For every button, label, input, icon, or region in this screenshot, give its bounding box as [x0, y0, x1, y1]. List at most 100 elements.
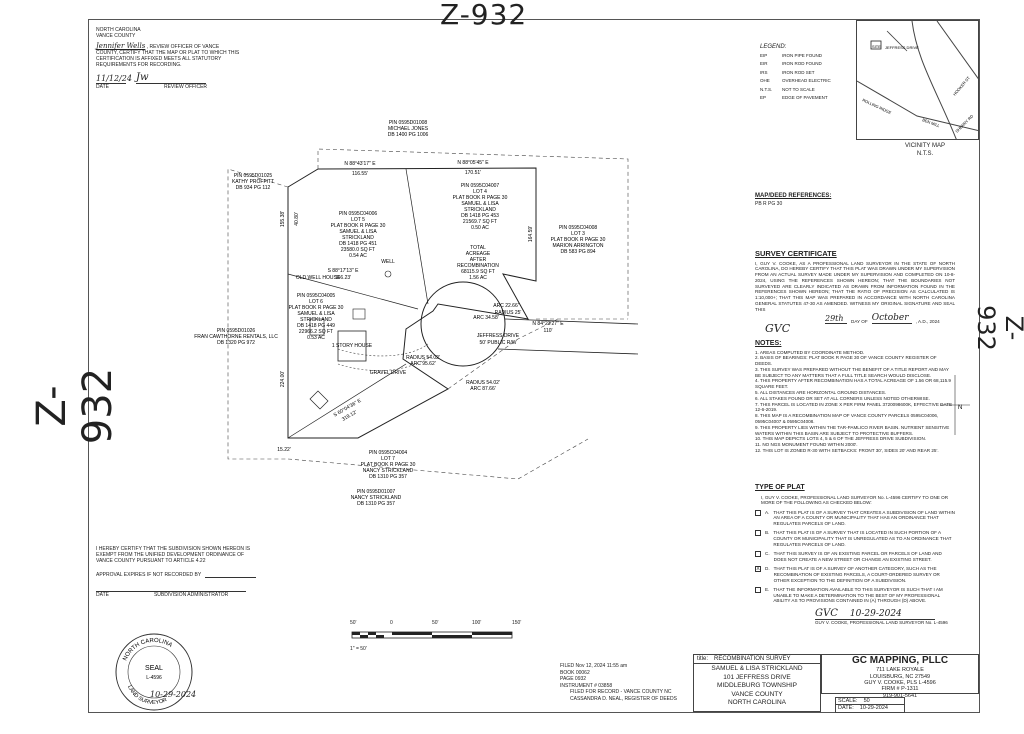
survey-cert-month: October	[871, 313, 912, 324]
svg-text:50' PUBLIC R/W: 50' PUBLIC R/W	[479, 340, 516, 346]
rec-filed: FILED Nov 12, 2024 11:55 am	[560, 663, 628, 669]
svg-text:STRICKLAND: STRICKLAND	[342, 235, 374, 241]
svg-text:LOT 6: LOT 6	[309, 299, 323, 305]
svg-text:DB 934 PG 112: DB 934 PG 112	[236, 185, 271, 191]
svg-text:SHERRY RD: SHERRY RD	[954, 114, 974, 134]
svg-text:PIN 0595C04006: PIN 0595C04006	[339, 211, 378, 217]
rec-for-record: FILED FOR RECORD - VANCE COUNTY NC	[570, 689, 672, 695]
note-item: 5. ALL DISTANCES ARE HORIZONTAL GROUND D…	[755, 390, 887, 396]
svg-text:170.51': 170.51'	[465, 170, 481, 176]
review-county: VANCE COUNTY	[96, 33, 136, 39]
svg-text:DB 583 PG 894: DB 583 PG 894	[560, 249, 595, 255]
svg-text:SAMUEL & LISA: SAMUEL & LISA	[339, 229, 377, 235]
svg-text:ARC 95.62': ARC 95.62'	[410, 361, 435, 367]
svg-text:PIN 0595C04007: PIN 0595C04007	[461, 183, 500, 189]
svg-text:DB 1400 PG 1006: DB 1400 PG 1006	[388, 132, 429, 138]
plat-option-b: B.THAT THIS PLAT IS OF A SURVEY THAT IS …	[755, 530, 955, 547]
svg-text:JEFFRESS DRIVE: JEFFRESS DRIVE	[477, 333, 520, 339]
svg-text:LOT 5: LOT 5	[351, 217, 365, 223]
rec-register: CASSANDRA D. NEAL, REGISTER OF DEEDS	[570, 695, 677, 702]
seal-icon: NORTH CAROLINA LAND SURVEYOR SEAL L-4596	[115, 633, 193, 711]
note-item: 11. NO NGS MONUMENT FOUND WITHIN 2000'.	[755, 442, 858, 448]
exempt-approval: APPROVAL EXPIRES IF NOT RECORDED BY	[96, 572, 202, 578]
svg-text:SEAL: SEAL	[145, 665, 163, 672]
svg-text:DB 1310 PG 357: DB 1310 PG 357	[357, 501, 395, 507]
surveyor-signature-icon: GVC	[765, 321, 791, 335]
map-refs-title: MAP/DEED REFERENCES:	[755, 193, 832, 199]
firm-address: 711 LAKE ROYALE	[876, 667, 924, 673]
svg-text:PIN 0595C04005: PIN 0595C04005	[297, 293, 336, 299]
scale-ratio: 1" = 50'	[350, 646, 367, 652]
review-date-label: DATE	[96, 84, 109, 90]
seal-signature-date: 10-29-2024	[150, 690, 197, 699]
survey-cert-day: 29th	[825, 314, 847, 324]
checkbox	[755, 587, 761, 594]
plat-option-a: A.THAT THIS PLAT IS OF A SURVEY THAT CRE…	[755, 509, 955, 527]
svg-text:N 88°43'17" E: N 88°43'17" E	[344, 161, 376, 167]
scale-label: SCALE:	[838, 698, 858, 704]
note-item: 8. THIS MAP IS A RECOMBINATION MAP OF VA…	[755, 413, 939, 425]
svg-text:PLAT BOOK R PAGE 30: PLAT BOOK R PAGE 30	[331, 223, 386, 229]
survey-cert-year: , A.D., 2024	[915, 318, 940, 324]
surveyor-seal: NORTH CAROLINA LAND SURVEYOR SEAL L-4596	[112, 630, 196, 714]
note-item: 3. THIS SURVEY WAS PREPARED WITHOUT THE …	[755, 366, 949, 378]
svg-text:164.59': 164.59'	[528, 226, 534, 242]
svg-text:RADIUS 25': RADIUS 25'	[495, 310, 522, 316]
vicinity-caption: VICINITY MAP N.T.S.	[895, 143, 955, 158]
review-signature-icon: Jw	[136, 72, 206, 84]
stamp-right: Z-932	[972, 305, 1024, 351]
plat-signature-icon: GVC	[815, 608, 838, 619]
note-item: 12. THIS LOT IS ZONED R-30 WITH SETBACKS…	[755, 448, 939, 454]
svg-text:DB 1418 PG 453: DB 1418 PG 453	[461, 213, 499, 219]
svg-text:PLAT BOOK R PAGE 30: PLAT BOOK R PAGE 30	[289, 305, 344, 311]
svg-text:AFTER: AFTER	[470, 257, 487, 263]
review-signer: Jennifer Wells	[96, 42, 146, 50]
project-title: RECOMBINATION SURVEY	[714, 656, 791, 662]
scale-bar: 50' 0 50' 100' 150' 1" = 50'	[350, 620, 530, 652]
firm-contact: FIRM # P-1311 919-901-5641	[821, 686, 979, 699]
note-item: 1. AREAS COMPUTED BY COORDINATE METHOD.	[755, 349, 865, 355]
checkbox	[755, 551, 761, 558]
title-block-scale-date: SCALE:50 DATE:10-29-2024	[835, 697, 905, 713]
north-arrow-icon: N	[940, 375, 970, 435]
svg-text:ARC 87.66': ARC 87.66'	[470, 386, 495, 392]
checkbox-checked: X	[755, 566, 761, 573]
map-deed-references: MAP/DEED REFERENCES: PB R PG 30	[755, 193, 875, 207]
survey-cert-body: I, GUY V. COOKE, AS A PROFESSIONAL LAND …	[755, 260, 955, 312]
firm-number: FIRM # P-1311	[881, 686, 919, 692]
svg-text:N: N	[958, 405, 962, 411]
svg-text:224.00': 224.00'	[280, 371, 286, 387]
title-block-firm: GC MAPPING, PLLC 711 LAKE ROYALE LOUISBU…	[821, 654, 979, 694]
svg-text:SAMUEL & LISA: SAMUEL & LISA	[461, 201, 499, 207]
svg-text:ROLLING RIDGE: ROLLING RIDGE	[862, 97, 893, 115]
svg-text:23580.0 SQ FT: 23580.0 SQ FT	[341, 247, 375, 253]
rec-instrument: INSTRUMENT # 03858	[560, 682, 613, 689]
drawing-frame	[88, 19, 980, 713]
exempt-date-label: DATE	[96, 592, 109, 598]
svg-text:155.38': 155.38'	[280, 211, 286, 227]
svg-text:22966.2 SQ FT: 22966.2 SQ FT	[299, 329, 333, 335]
svg-text:166.23': 166.23'	[335, 275, 351, 281]
note-item: 7. THIS PARCEL IS LOCATED IN ZONE X PER …	[755, 401, 953, 413]
vicinity-map: SITE JEFFRESS DRIVE ROLLING RIDGE HOOKER…	[856, 20, 979, 140]
svg-text:40.80': 40.80'	[294, 212, 300, 226]
note-item: 9. THIS PROPERTY LIES WITHIN THE TAR-PAM…	[755, 424, 950, 436]
notes: NOTES: 1. AREAS COMPUTED BY COORDINATE M…	[755, 340, 953, 454]
review-date: 11/12/24	[96, 74, 132, 84]
type-of-plat: TYPE OF PLAT I, GUY V. COOKE, PROFESSION…	[755, 484, 955, 625]
date-value: 10-29-2024	[859, 705, 888, 711]
svg-text:OLD WELL HOUSE: OLD WELL HOUSE	[296, 275, 341, 281]
svg-text:1 STORY HOUSE: 1 STORY HOUSE	[332, 343, 373, 349]
svg-text:LOT 4: LOT 4	[473, 189, 487, 195]
plat-option-c: C.THAT THIS SURVEY IS OF AN EXISTING PAR…	[755, 551, 955, 562]
svg-text:GRAVEL DRIVE: GRAVEL DRIVE	[370, 370, 407, 376]
firm-name: GC MAPPING, PLLC	[851, 655, 949, 666]
note-item: 10. THIS MAP DEPICTS LOTS 4, 5 & 6 OF TH…	[755, 436, 927, 442]
scale-value: 50	[863, 698, 870, 704]
survey-cert-title: SURVEY CERTIFICATE	[755, 249, 837, 258]
project-owners: SAMUEL & LISA STRICKLAND	[711, 665, 803, 672]
review-certificate: NORTH CAROLINA VANCE COUNTY Jennifer Wel…	[96, 27, 241, 90]
